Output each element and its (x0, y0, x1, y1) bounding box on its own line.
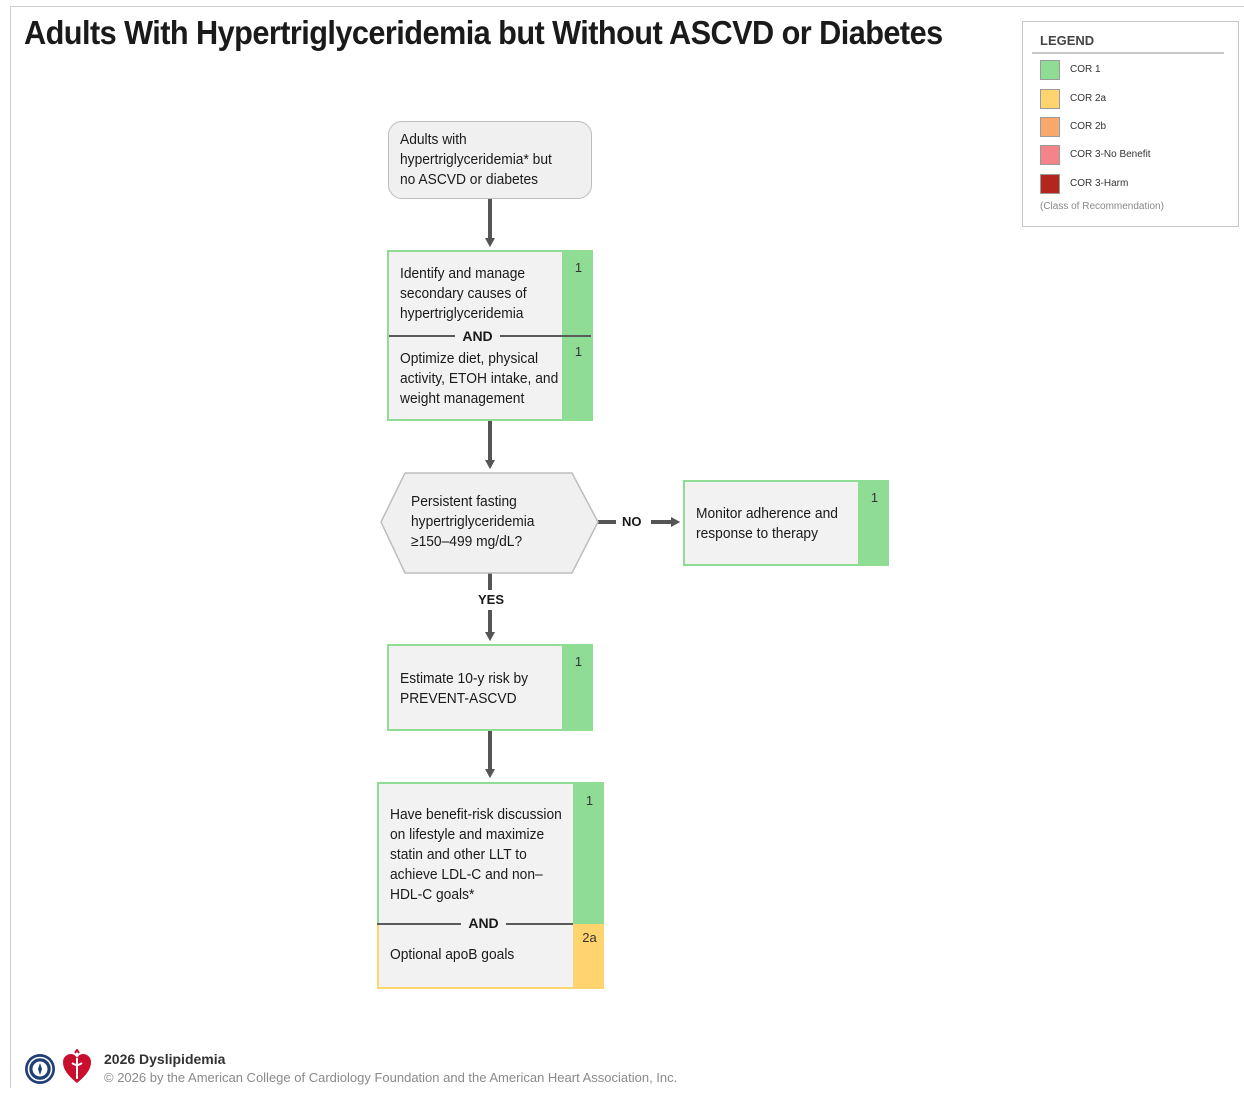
legend-divider (1032, 52, 1224, 54)
legend-label-cor2b: COR 2b (1070, 121, 1107, 132)
aha-heart-logo (63, 1049, 91, 1083)
discussion-box: 1 Have benefit-risk discussion on lifest… (377, 782, 604, 925)
start-node-text: Adults with hypertriglyceridemia* but no… (400, 131, 552, 188)
legend-swatch-cor2b (1040, 117, 1060, 137)
secondary-causes-text: Identify and manage secondary causes of … (400, 265, 527, 322)
risk-text: Estimate 10-y risk by PREVENT-ASCVD (400, 670, 529, 707)
start-node: Adults with hypertriglyceridemia* but no… (388, 121, 592, 199)
discussion-text: Have benefit-risk discussion on lifestyl… (390, 806, 562, 903)
legend-label-cor3-no-benefit: COR 3-No Benefit (1070, 149, 1151, 160)
edge-label-no: NO (622, 514, 642, 529)
legend: LEGEND COR 1 COR 2a COR 2b COR 3-No Bene… (1022, 21, 1239, 227)
and-label-2-text: AND (461, 915, 506, 931)
footer-title: 2026 Dyslipidemia (104, 1051, 226, 1067)
cor-badge-risk: 1 (574, 654, 583, 669)
cor-bar-yellow (573, 924, 602, 987)
cor-bar-green (858, 482, 887, 564)
legend-label-cor1: COR 1 (1070, 64, 1101, 75)
legend-note: (Class of Recommendation) (1040, 201, 1164, 212)
cor-badge-monitor: 1 (870, 490, 879, 505)
legend-swatch-cor3-harm (1040, 174, 1060, 194)
acc-seal-logo (25, 1054, 55, 1084)
cor-bar-green (562, 646, 591, 729)
cor-badge-secondary-causes: 1 (574, 260, 583, 275)
frame-top-rule (10, 6, 1244, 7)
management-box: 1 Identify and manage secondary causes o… (387, 250, 593, 421)
legend-label-cor2a: COR 2a (1070, 93, 1107, 104)
cor-badge-lifestyle: 1 (574, 344, 583, 359)
legend-swatch-cor1 (1040, 60, 1060, 80)
footer-copyright: © 2026 by the American College of Cardio… (104, 1070, 678, 1085)
apob-box: 2a Optional apoB goals (377, 924, 604, 989)
legend-title: LEGEND (1040, 33, 1095, 48)
edge-label-yes: YES (478, 592, 505, 607)
and-label-2: AND (377, 915, 590, 931)
and-label-1: AND (389, 328, 566, 344)
cor-bar-green (573, 784, 602, 925)
monitor-box: 1 Monitor adherence and response to ther… (683, 480, 889, 566)
and-label-1-text: AND (455, 328, 500, 344)
legend-label-cor3-harm: COR 3-Harm (1070, 178, 1129, 189)
decision-hexagon (380, 472, 599, 574)
frame-left-rule (10, 6, 11, 1088)
legend-swatch-cor3-no-benefit (1040, 145, 1060, 165)
cor-badge-apob: 2a (582, 930, 597, 945)
page-title: Adults With Hypertriglyceridemia but Wit… (24, 14, 943, 51)
apob-text: Optional apoB goals (390, 946, 515, 963)
cor-badge-discussion: 1 (585, 793, 594, 808)
lifestyle-text: Optimize diet, physical activity, ETOH i… (400, 350, 559, 407)
decision-text: Persistent fasting hypertriglyceridemia … (411, 493, 535, 550)
legend-swatch-cor2a (1040, 89, 1060, 109)
monitor-text: Monitor adherence and response to therap… (696, 505, 838, 542)
risk-box: 1 Estimate 10-y risk by PREVENT-ASCVD (387, 644, 593, 731)
